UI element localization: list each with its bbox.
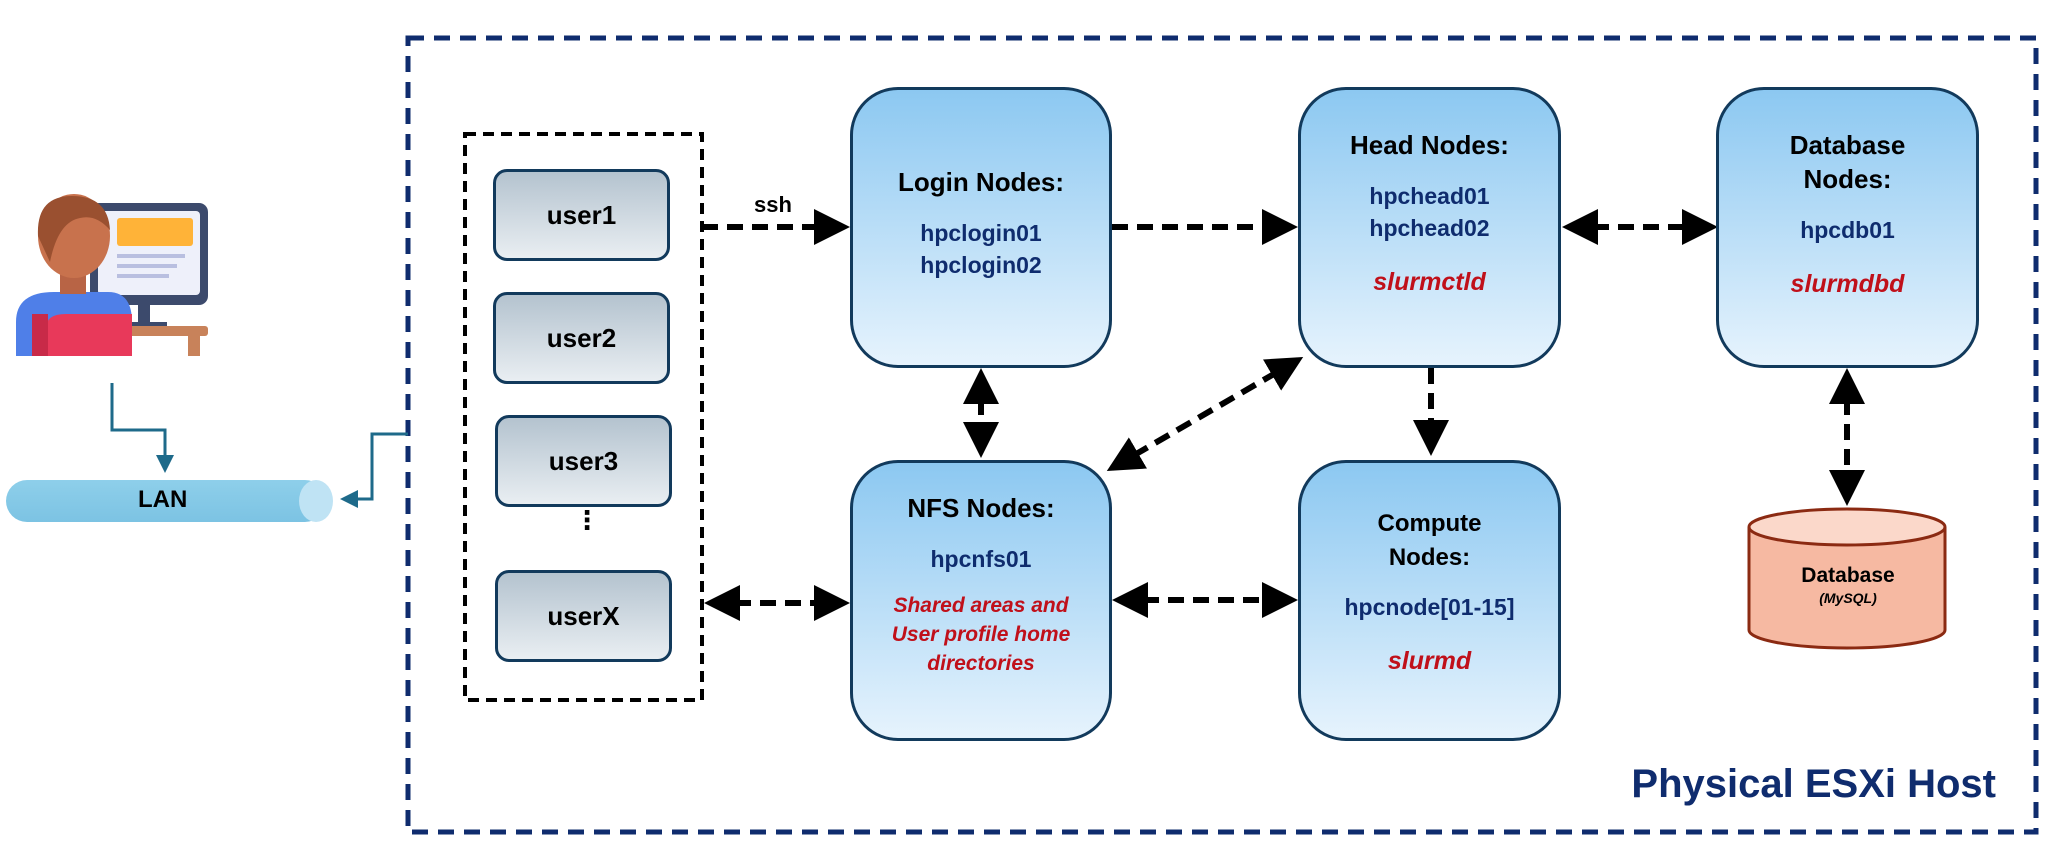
head-host-1: hpchead01 — [1369, 183, 1490, 209]
physical-host-label: Physical ESXi Host — [1631, 762, 1996, 806]
database-store-label: Database (MySQL) — [1748, 563, 1948, 607]
nfs-note-line1: Shared areas and — [893, 594, 1069, 617]
database-host-1: hpcdb01 — [1800, 217, 1895, 243]
nfs-head-arrow — [1106, 356, 1304, 472]
database-store-subtitle: (MySQL) — [1819, 590, 1877, 606]
user-box-user2: user2 — [493, 292, 670, 384]
users-ellipsis: ⋮ — [574, 505, 600, 535]
nfs-note-line2: User profile home — [891, 623, 1071, 646]
head-service: slurmctld — [1373, 268, 1486, 296]
database-nodes-box: Database Nodes: hpcdb01 slurmdbd — [1716, 87, 1979, 368]
user-box-userx: userX — [495, 570, 672, 662]
login-nodes-box: Login Nodes: hpclogin01 hpclogin02 — [850, 87, 1112, 368]
nfs-host-1: hpcnfs01 — [930, 546, 1032, 572]
head-nodes-title: Head Nodes: — [1350, 130, 1509, 160]
person-at-computer-icon — [16, 194, 208, 356]
person-to-lan-connector — [110, 383, 174, 473]
database-nodes-title-line2: Nodes: — [1803, 164, 1892, 194]
lan-bar — [6, 480, 333, 522]
database-nodes-title-line1: Database — [1789, 130, 1906, 160]
login-nodes-title: Login Nodes: — [897, 167, 1065, 197]
users-group-boundary — [463, 132, 704, 702]
database-cylinder-icon — [1747, 507, 1947, 650]
compute-nodes-box: Compute Nodes: hpcnode[01-15] slurmd — [1298, 460, 1561, 741]
user-box-user1: user1 — [493, 169, 670, 261]
head-host-2: hpchead02 — [1369, 215, 1490, 241]
head-nodes-box: Head Nodes: hpchead01 hpchead02 slurmctl… — [1298, 87, 1561, 368]
compute-nodes-title-line2: Nodes: — [1388, 544, 1471, 571]
compute-service: slurmd — [1387, 647, 1472, 675]
login-host-1: hpclogin01 — [920, 220, 1042, 246]
login-host-2: hpclogin02 — [920, 252, 1042, 278]
nfs-note-line3: directories — [927, 652, 1035, 675]
lan-label: LAN — [138, 486, 188, 513]
database-store-title: Database — [1801, 564, 1895, 587]
nfs-nodes-title: NFS Nodes: — [907, 493, 1055, 523]
compute-nodes-title-line1: Compute — [1377, 510, 1482, 537]
compute-host-1: hpcnode[01-15] — [1344, 594, 1515, 620]
host-to-lan-connector — [340, 432, 408, 508]
ssh-label: ssh — [754, 192, 792, 217]
nfs-nodes-box: NFS Nodes: hpcnfs01 Shared areas and Use… — [850, 460, 1112, 741]
user-box-user3: user3 — [495, 415, 672, 507]
database-service: slurmdbd — [1790, 270, 1905, 298]
